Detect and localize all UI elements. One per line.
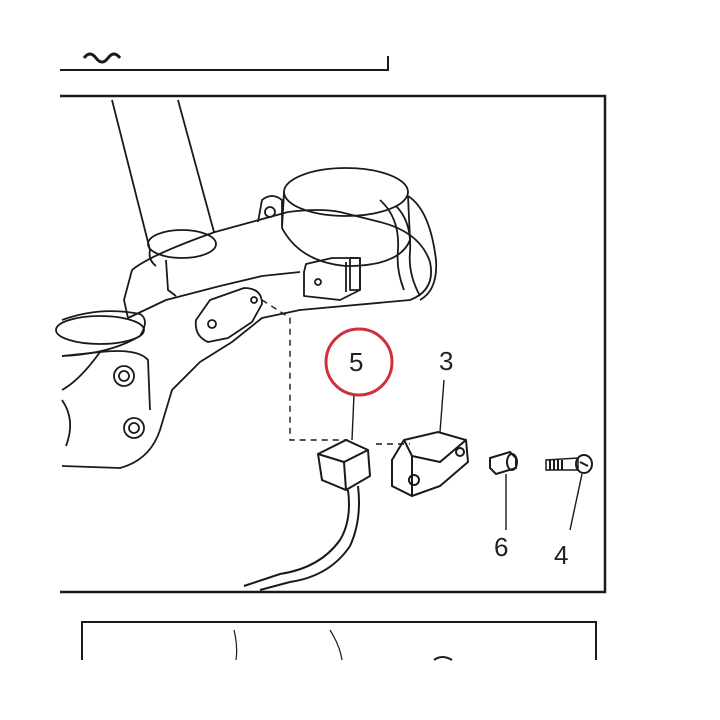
callout-5: 5	[349, 347, 363, 377]
screw-part-4	[545, 454, 593, 474]
callout-3: 3	[439, 346, 453, 376]
top-panel-fragment	[60, 52, 389, 71]
bracket-part-3	[391, 430, 470, 498]
bottom-panel-fragment	[81, 621, 597, 661]
callout-4: 4	[554, 540, 568, 570]
sensor-part-5	[243, 438, 372, 591]
triple-clamp-drawing	[55, 99, 438, 469]
spacer-part-6	[489, 450, 518, 476]
leader-lines	[351, 379, 583, 531]
highlight-ring	[324, 327, 394, 397]
assembly-guide-line	[261, 299, 348, 441]
sensor-cable	[243, 489, 350, 587]
callout-6: 6	[494, 532, 508, 562]
main-panel-frame	[60, 94, 607, 594]
